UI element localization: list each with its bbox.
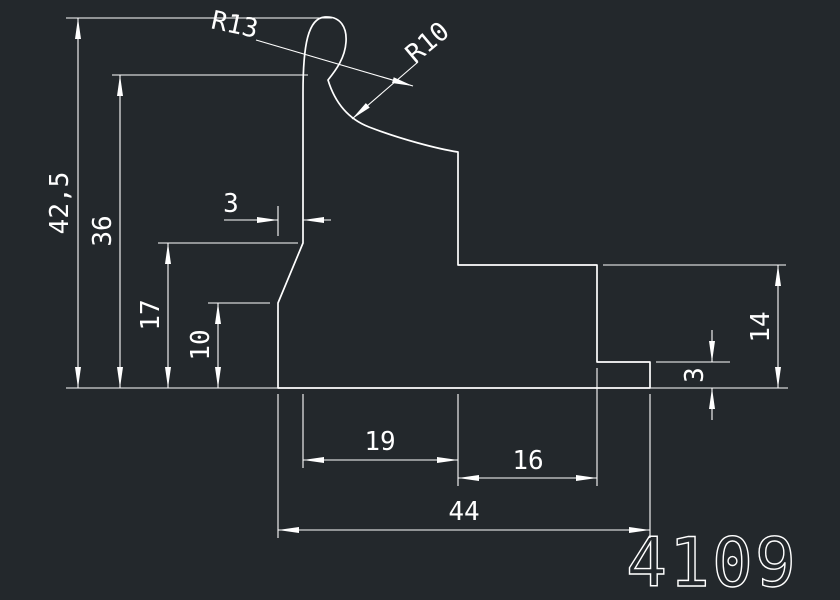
extension-lines <box>66 17 788 538</box>
dim-label-right-step-height: 14 <box>746 311 776 342</box>
radius-label-r13: R13 <box>209 6 261 45</box>
dim-label-overall-height: 42,5 <box>45 172 75 235</box>
leader-r10 <box>351 61 419 120</box>
dimension-lines <box>75 18 781 533</box>
dim-label-upper-height: 36 <box>88 215 118 246</box>
radius-label-r10: R10 <box>400 16 455 69</box>
dimension-labels: 42,5 36 17 10 3 19 16 44 14 3 R13 R10 <box>45 6 776 527</box>
dim-label-slant-bottom-height: 10 <box>186 329 216 360</box>
dim-label-mid-step-width: 16 <box>512 446 543 476</box>
dim-label-wall-offset: 3 <box>223 189 239 219</box>
profile-outline <box>277 16 651 389</box>
dim-label-overall-width: 44 <box>448 497 479 527</box>
dim-label-slant-top-height: 17 <box>136 299 166 330</box>
leader-r13 <box>255 39 414 87</box>
dim-label-lip-height: 3 <box>680 367 710 383</box>
leader-lines <box>255 39 419 120</box>
part-number: 4109 <box>626 524 798 600</box>
dim-label-left-step-width: 19 <box>364 427 395 457</box>
